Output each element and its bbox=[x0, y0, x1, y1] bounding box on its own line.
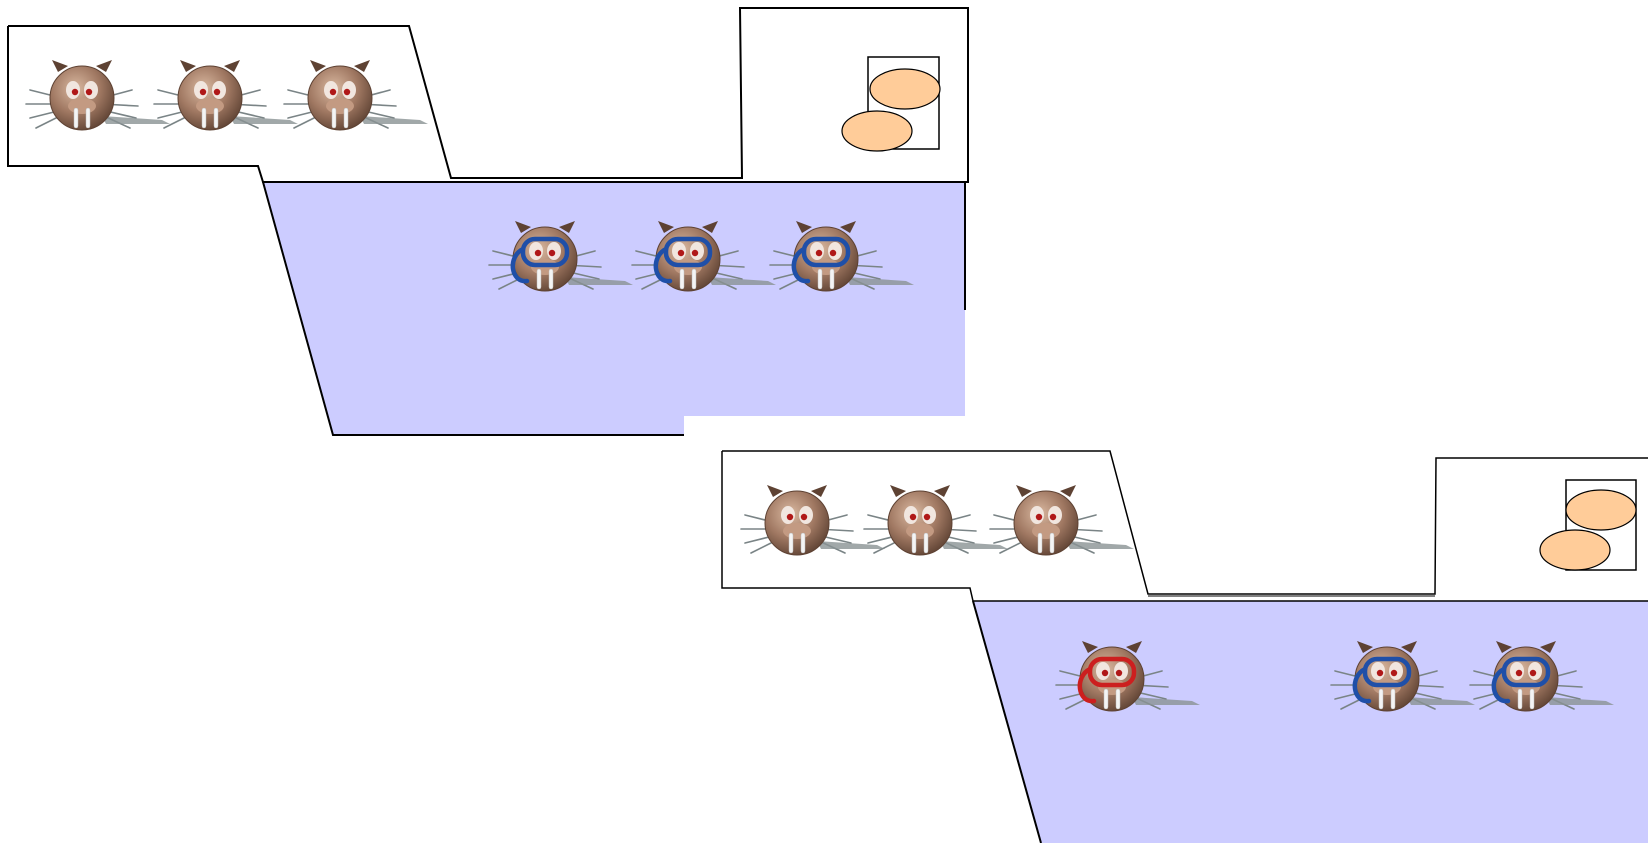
shore-outline bbox=[7, 7, 969, 183]
shore-outline bbox=[722, 450, 1648, 595]
water-walruses bbox=[1055, 641, 1614, 712]
walrus-snorkel-icon bbox=[1055, 641, 1200, 712]
water-region bbox=[263, 182, 965, 435]
walrus-icon bbox=[740, 485, 885, 556]
nest-box bbox=[1565, 479, 1637, 571]
eggs-group bbox=[1539, 489, 1637, 571]
egg-icon bbox=[1539, 529, 1611, 571]
walrus-snorkel-icon bbox=[631, 221, 776, 292]
walrus-snorkel-icon bbox=[769, 221, 914, 292]
walrus-icon bbox=[25, 60, 170, 131]
shore-lower-outline bbox=[721, 451, 1648, 602]
water-walruses bbox=[488, 221, 914, 292]
water-edge bbox=[262, 181, 684, 436]
egg-icon bbox=[869, 68, 941, 110]
walrus-snorkel-icon bbox=[1469, 641, 1614, 712]
overlap-cover bbox=[684, 416, 969, 448]
egg-icon bbox=[841, 110, 913, 152]
eggs-group bbox=[841, 68, 941, 152]
walrus-snorkel-icon bbox=[1330, 641, 1475, 712]
walrus-icon bbox=[863, 485, 1008, 556]
nest-box bbox=[867, 56, 940, 150]
shore-walruses bbox=[740, 485, 1134, 556]
water-edge bbox=[972, 600, 1042, 844]
walrus-snorkel-icon bbox=[488, 221, 633, 292]
walrus-icon bbox=[153, 60, 298, 131]
walrus-icon bbox=[989, 485, 1134, 556]
egg-icon bbox=[1565, 489, 1637, 531]
water-region bbox=[973, 601, 1648, 843]
shore-walruses bbox=[25, 60, 428, 131]
scene-before bbox=[7, 7, 969, 436]
scene-after bbox=[721, 450, 1648, 844]
walrus-icon bbox=[283, 60, 428, 131]
